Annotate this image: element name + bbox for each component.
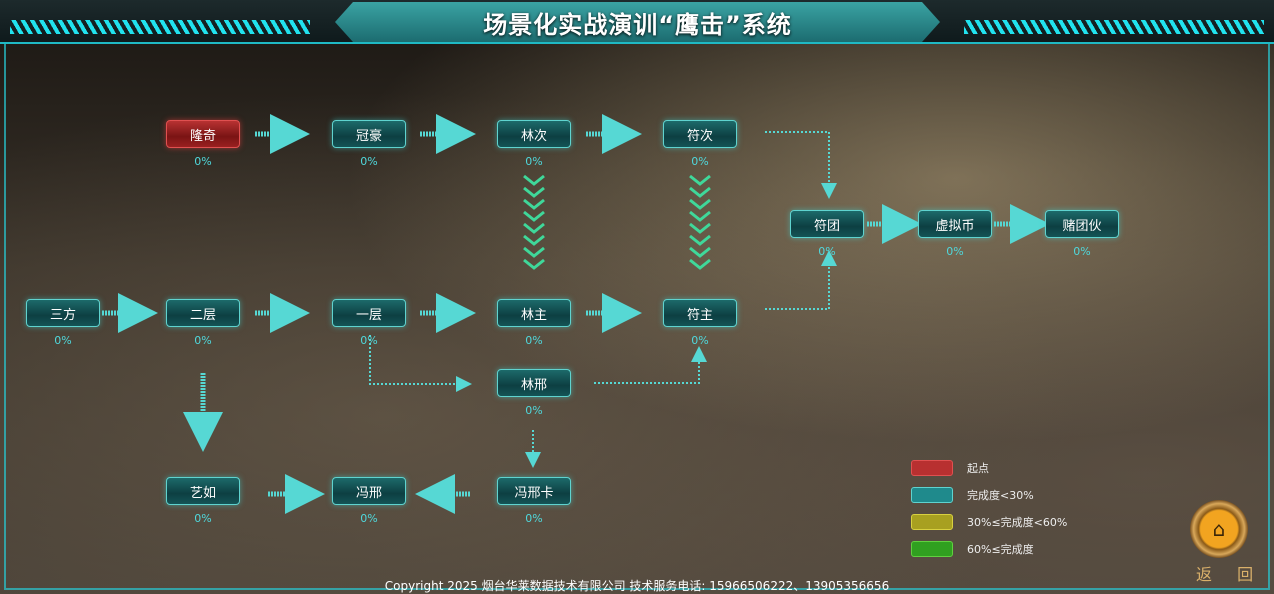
node-yiru-progress: 0%	[194, 512, 212, 525]
legend-label: 完成度<30%	[967, 489, 1034, 502]
legend-swatch-green	[911, 541, 953, 557]
node-linci-progress: 0%	[525, 155, 543, 168]
node-dutuanhuo[interactable]: 赌团伙	[1045, 210, 1119, 238]
node-yiru[interactable]: 艺如	[166, 477, 240, 505]
node-guanhao[interactable]: 冠豪	[332, 120, 406, 148]
footer-copyright: Copyright 2025 烟台华莱数据技术有限公司 技术服务电话: 1596…	[384, 579, 890, 593]
node-xunibi-progress: 0%	[946, 245, 964, 258]
header-decoration-left	[10, 20, 310, 34]
legend-swatch-yellow	[911, 514, 953, 530]
legend-high: 60%≤完成度	[911, 541, 1034, 557]
node-guanhao-progress: 0%	[360, 155, 378, 168]
node-yiceng[interactable]: 一层	[332, 299, 406, 327]
page-title: 场景化实战演训“鹰击”系统	[335, 2, 940, 42]
home-button[interactable]: ⌂	[1190, 500, 1248, 558]
node-fengxing-progress: 0%	[360, 512, 378, 525]
legend-low: 完成度<30%	[911, 487, 1034, 503]
node-erceng-progress: 0%	[194, 334, 212, 347]
node-sanfang[interactable]: 三方	[26, 299, 100, 327]
node-futuan[interactable]: 符团	[790, 210, 864, 238]
node-sanfang-progress: 0%	[54, 334, 72, 347]
back-button-label[interactable]: 返 回	[1196, 565, 1264, 584]
node-linci[interactable]: 林次	[497, 120, 571, 148]
legend-start: 起点	[911, 460, 989, 476]
node-dutuanhuo-progress: 0%	[1073, 245, 1091, 258]
node-longqi-progress: 0%	[194, 155, 212, 168]
node-fengxing[interactable]: 冯邢	[332, 477, 406, 505]
node-fuzhu[interactable]: 符主	[663, 299, 737, 327]
header-decoration-right	[964, 20, 1264, 34]
node-longqi[interactable]: 隆奇	[166, 120, 240, 148]
node-erceng[interactable]: 二层	[166, 299, 240, 327]
node-fuci[interactable]: 符次	[663, 120, 737, 148]
legend-swatch-red	[911, 460, 953, 476]
node-fengxingka-progress: 0%	[525, 512, 543, 525]
legend-swatch-teal	[911, 487, 953, 503]
node-xunibi[interactable]: 虚拟币	[918, 210, 992, 238]
legend-label: 60%≤完成度	[967, 543, 1034, 556]
home-icon: ⌂	[1212, 517, 1226, 541]
node-fuzhu-progress: 0%	[691, 334, 709, 347]
node-fuci-progress: 0%	[691, 155, 709, 168]
node-fengxingka[interactable]: 冯邢卡	[497, 477, 571, 505]
node-linzhu-progress: 0%	[525, 334, 543, 347]
legend-mid: 30%≤完成度<60%	[911, 514, 1067, 530]
node-futuan-progress: 0%	[818, 245, 836, 258]
node-linxing[interactable]: 林邢	[497, 369, 571, 397]
header-bar: 场景化实战演训“鹰击”系统	[0, 0, 1274, 44]
legend-label: 30%≤完成度<60%	[967, 516, 1068, 529]
node-linxing-progress: 0%	[525, 404, 543, 417]
node-yiceng-progress: 0%	[360, 334, 378, 347]
legend-label: 起点	[967, 462, 989, 475]
node-linzhu[interactable]: 林主	[497, 299, 571, 327]
